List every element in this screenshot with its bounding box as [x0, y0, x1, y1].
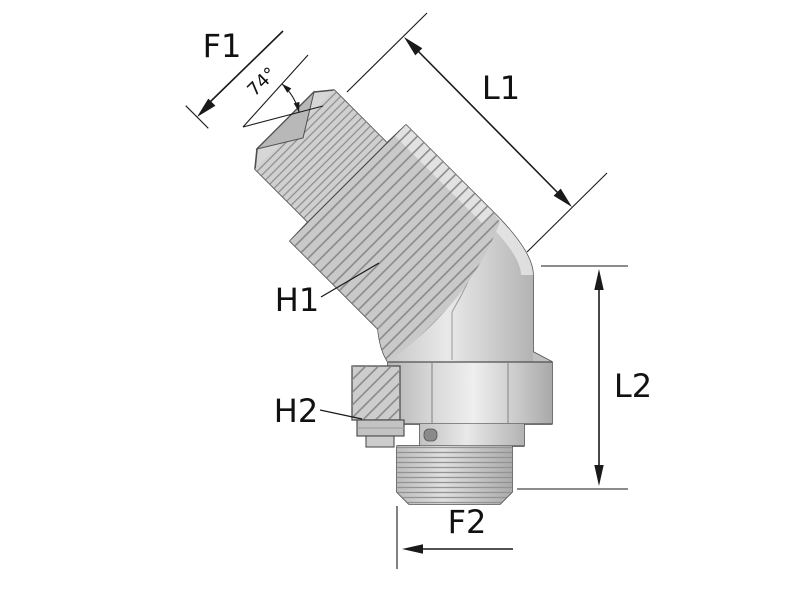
hex-bend-boundary [377, 212, 495, 330]
flare-cone-face [255, 90, 315, 150]
h2-label: H2 [274, 392, 318, 430]
l2-arrowhead-bottom [594, 465, 604, 486]
washer-tab [365, 435, 395, 448]
bend-highlight [486, 213, 533, 275]
f1-arrowhead [197, 98, 216, 117]
f1-extension-line [185, 105, 209, 129]
h1-label: H1 [275, 281, 319, 319]
l1-dimension-line [416, 49, 560, 195]
hex-chamfer [533, 352, 552, 362]
l1-arrowhead-top [404, 37, 423, 56]
lower-thread-hatch [397, 446, 512, 504]
l1-label: L1 [482, 69, 520, 107]
fitting-body [254, 89, 553, 505]
thread-hex-boundary [307, 142, 388, 223]
l2-arrowhead-top [594, 269, 604, 290]
dimension-f2: F2 [396, 503, 513, 569]
dimension-h2: H2 [274, 392, 363, 430]
f2-arrowhead [402, 544, 423, 554]
body-hex-hatch [290, 125, 500, 362]
dimension-f1: F1 [185, 27, 284, 129]
f1-label: F1 [203, 27, 242, 65]
l1-arrowhead-bottom [553, 188, 572, 207]
dimension-h1: H1 [275, 262, 380, 319]
f1-arrow-line [209, 30, 284, 103]
h2-leader-line [319, 409, 363, 420]
collar-surface [420, 424, 524, 446]
jam-nut-hatch [352, 366, 400, 420]
l1-extension-line-top [346, 12, 428, 93]
jam-nut-assembly [351, 365, 405, 448]
angle-line-2 [242, 105, 324, 128]
flare-angle-label: 74° [243, 63, 281, 100]
angle-line-1 [242, 54, 309, 128]
o-ring [423, 428, 438, 442]
angle-arc-arrowhead-1 [281, 83, 292, 93]
upper-thread-hatch [255, 90, 387, 222]
f2-label: F2 [448, 503, 487, 541]
h1-leader-line [320, 262, 380, 298]
dimension-l2: L2 [517, 265, 652, 490]
l2-label: L2 [614, 367, 652, 405]
lower-hex-surface [388, 362, 552, 424]
l1-extension-line-bottom [526, 172, 608, 253]
angle-arc-arrowhead-2 [293, 101, 300, 113]
dimension-l1: L1 [346, 12, 608, 253]
